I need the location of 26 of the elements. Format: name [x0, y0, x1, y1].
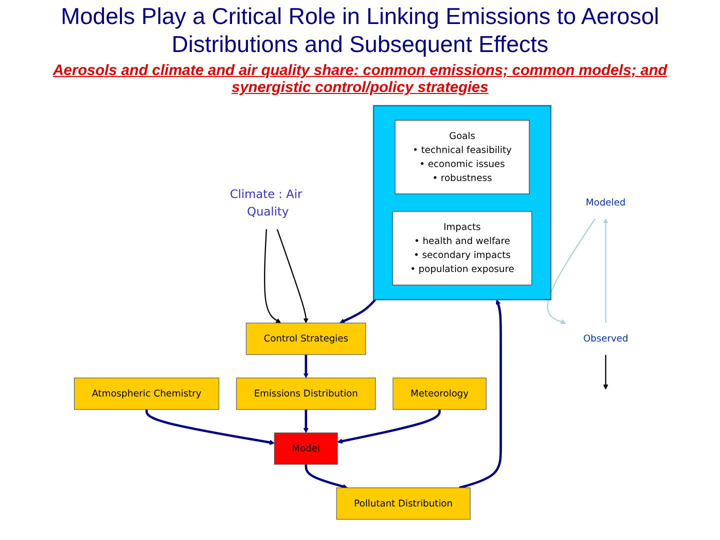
- arrow: [603, 218, 608, 324]
- node-text: Observed: [583, 332, 628, 344]
- arrow: [303, 409, 309, 434]
- arrow: [303, 354, 309, 378]
- arrow: [145, 409, 275, 445]
- arrow: [264, 228, 281, 324]
- node-box: Emissions Distribution: [236, 378, 376, 410]
- node-box: Meteorology: [392, 378, 486, 410]
- arrow: [337, 409, 441, 444]
- node-box: Pollutant Distribution: [336, 487, 470, 520]
- node-box: Atmospheric Chemistry: [74, 378, 220, 410]
- node-text: Modeled: [586, 196, 626, 208]
- cluster: [372, 105, 552, 300]
- arrow: [547, 218, 596, 324]
- node-box: Model: [274, 432, 338, 465]
- arrow: [304, 464, 348, 489]
- arrow: [276, 228, 309, 324]
- title: Models Play a Critical Role in Linking Emissions to Aerosol Distributions and Subsequent Effects: [60, 2, 660, 58]
- node-box: Control Strategies: [246, 322, 366, 355]
- arrow: [603, 354, 608, 390]
- node-text: Climate : Air Quality: [230, 186, 302, 218]
- subtitle-note: Aerosols and climate and air quality share: common emissions; common models; and synergistic control/policy strategies: [52, 62, 668, 96]
- arrow: [340, 298, 376, 324]
- node-box: Impacts • health and welfare • secondary impacts • population exposure: [392, 211, 532, 286]
- arrow: [459, 299, 502, 489]
- node-box: Goals • technical feasibility • economic issues • robustness: [394, 120, 530, 194]
